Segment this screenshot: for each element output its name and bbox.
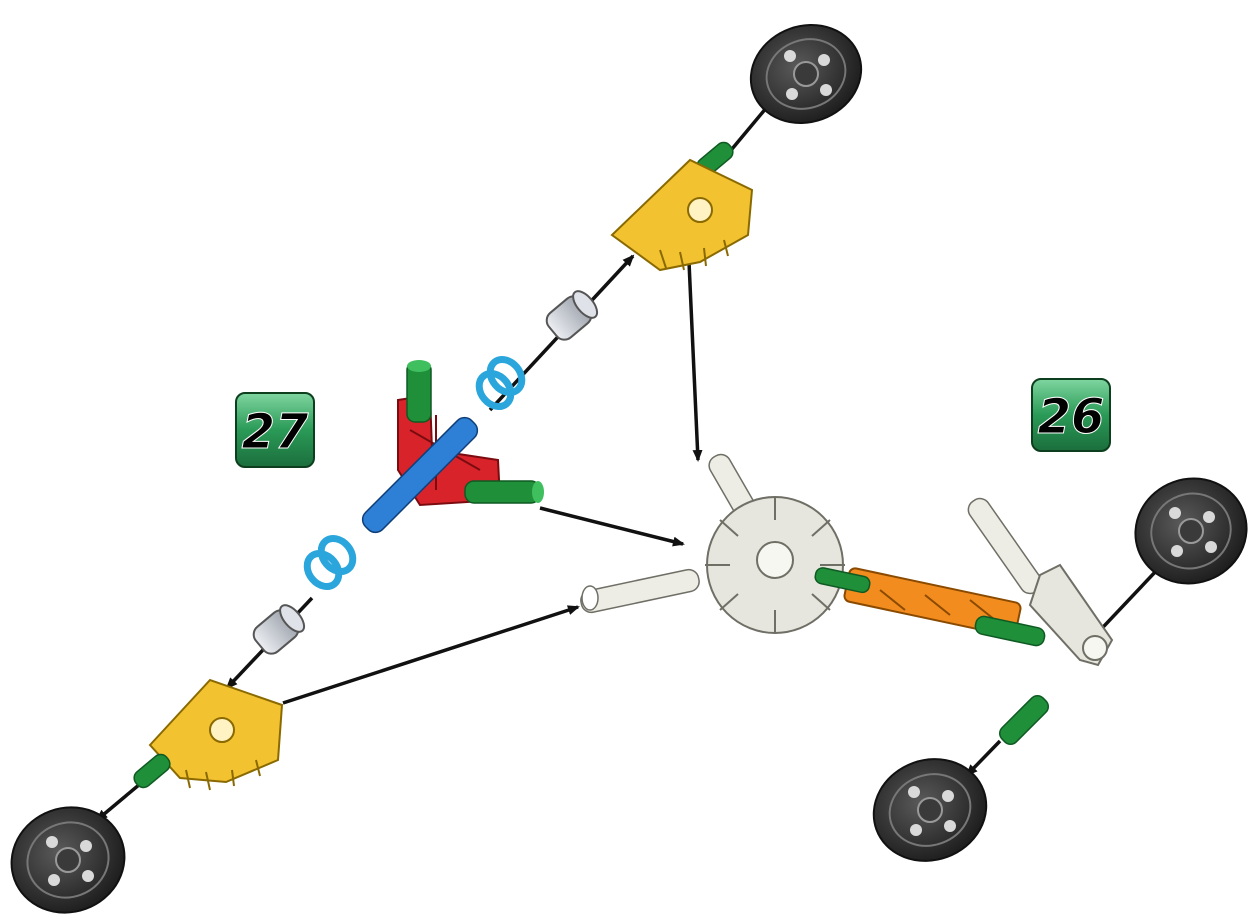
grey-spacer-bottom	[252, 604, 306, 655]
wheel-bottom-right	[872, 758, 988, 862]
white-end-connector	[1028, 563, 1114, 667]
green-rod-bottom-right	[998, 694, 1050, 746]
white-hub-connector	[705, 496, 845, 634]
yellow-connector-top	[610, 158, 754, 272]
green-rod-bottom-left	[133, 753, 171, 789]
cyan-spacers-bottom	[303, 535, 357, 590]
arrow-bottom-to-rod	[282, 605, 580, 705]
step-badge-27: 27	[235, 392, 315, 468]
arrow-to-bottom-right-wheel	[965, 739, 1002, 777]
green-rod-red-top	[406, 360, 432, 423]
arrow-top-connector-down	[687, 261, 703, 462]
cyan-spacers-top	[475, 356, 526, 410]
step-badge-26: 26	[1031, 378, 1111, 452]
arrow-red-to-hub	[539, 506, 685, 547]
blue-rod	[361, 416, 479, 534]
wheel-right	[1134, 477, 1248, 585]
yellow-connector-bottom	[148, 678, 284, 791]
step-number-26: 26	[1038, 389, 1105, 445]
green-rod-red-right	[464, 480, 544, 504]
green-rod-orange-end	[974, 615, 1046, 647]
green-rod-hub	[814, 567, 871, 594]
wheel-bottom-left	[10, 806, 126, 914]
grey-spacer-top	[545, 290, 599, 341]
white-rod-right-upper	[967, 497, 1043, 595]
arrow-to-bottom-left-wheel	[95, 782, 142, 822]
orange-rod	[843, 567, 1022, 637]
step-number-27: 27	[242, 404, 309, 460]
white-rod-left	[580, 568, 700, 614]
wheel-top	[749, 23, 863, 125]
